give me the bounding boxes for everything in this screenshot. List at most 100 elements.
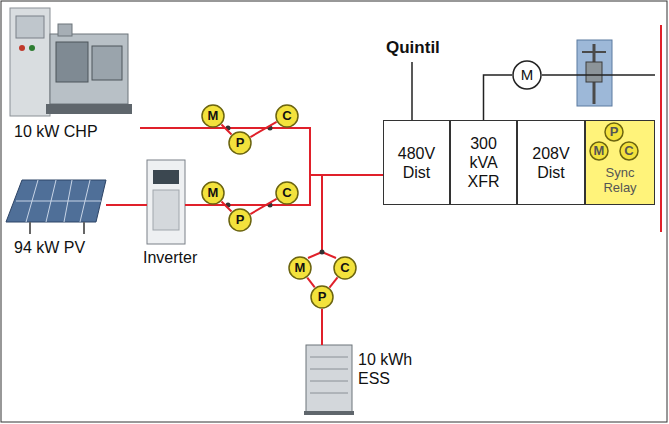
node-text: P <box>236 213 245 227</box>
ess-shelf <box>310 369 348 370</box>
circle-shape <box>276 105 298 127</box>
chp-light <box>19 45 25 51</box>
feeder-wires <box>106 127 383 345</box>
node-text: P <box>610 125 619 139</box>
chp-exhaust <box>58 24 72 36</box>
bus-wire <box>309 127 311 206</box>
grid-edge-line <box>660 25 662 232</box>
meter-circle: C <box>619 141 639 161</box>
meter-circle: P <box>604 122 624 142</box>
circle-shape <box>202 182 224 204</box>
ess-wire <box>321 309 323 345</box>
pole-photo <box>577 40 612 106</box>
chp-cabinet <box>10 8 50 116</box>
pole-crossarm <box>582 51 606 53</box>
pole-picture <box>577 40 612 106</box>
circle-shape <box>605 123 623 141</box>
circle-shape <box>229 132 251 154</box>
node-text: P <box>236 136 245 150</box>
meter-loop-line <box>329 277 337 287</box>
circle-shape <box>334 257 356 279</box>
chp-engine-block <box>56 42 88 82</box>
leader-line <box>411 62 413 120</box>
meter-circle: P <box>228 208 252 232</box>
distribution-box: 208V Dist <box>517 120 585 205</box>
inverter-picture <box>147 160 185 244</box>
chp-picture <box>10 8 132 116</box>
ess-shelf <box>310 357 348 358</box>
meter-circle: M <box>589 141 609 161</box>
node-text: Sync Relay <box>600 165 640 195</box>
equipment-label: 10 kW CHP <box>14 122 98 141</box>
pv-grid <box>16 201 101 202</box>
panel-name: Quintil <box>386 38 440 57</box>
utility-line <box>542 74 655 76</box>
circle-shape <box>590 142 608 160</box>
meter-loop-line <box>250 122 276 137</box>
sync-relay-box: Sync Relay MPC <box>585 120 655 205</box>
node-text: P <box>318 290 327 304</box>
meter-circle: P <box>228 131 252 155</box>
node-text: C <box>624 144 633 158</box>
ess-wire <box>321 175 323 252</box>
meter-circle: P <box>310 285 334 309</box>
ess-shelf <box>310 393 348 394</box>
meter-circle: M <box>201 104 225 128</box>
circle-shape <box>202 105 224 127</box>
pole-transformer <box>586 62 602 82</box>
pv-leg <box>29 222 31 234</box>
inverter-wire <box>185 204 311 206</box>
meter-feed-line <box>484 75 513 120</box>
bus-feed-wire <box>310 174 383 176</box>
meter-loop-line <box>221 201 231 211</box>
circle-shape <box>289 257 311 279</box>
pv-leg <box>83 222 85 234</box>
node-text: 300 kVA XFR <box>458 134 510 191</box>
circle-shape <box>276 182 298 204</box>
chp-light <box>29 45 35 51</box>
node-text: M <box>521 68 534 82</box>
inverter-display <box>153 170 179 184</box>
chp-base <box>46 104 132 114</box>
chp-panel <box>16 16 44 38</box>
node-text: M <box>208 186 219 200</box>
node-text: C <box>340 261 349 275</box>
node-text: M <box>295 261 306 275</box>
circle-shape <box>229 209 251 231</box>
distribution-box: 480V Dist <box>383 120 450 205</box>
inverter-body <box>147 160 185 244</box>
ess-base <box>304 411 354 415</box>
pv-panel <box>6 180 106 222</box>
meter-circle: M <box>288 256 312 280</box>
equipment-label: Inverter <box>143 248 197 267</box>
inverter-fins <box>153 190 179 230</box>
meter-loop-line <box>307 278 314 288</box>
node-text: 208V Dist <box>525 144 577 182</box>
meter-circle: C <box>275 181 299 205</box>
node-text: C <box>282 109 291 123</box>
ess-shelf <box>310 381 348 382</box>
transformer-box: 300 kVA XFR <box>450 120 517 205</box>
node-text: M <box>208 109 219 123</box>
meter-circle: C <box>333 256 357 280</box>
ess-picture <box>304 345 354 415</box>
meter-circle: M <box>201 181 225 205</box>
ess-cabinet <box>306 345 352 413</box>
meter-loop-line <box>250 199 276 214</box>
circle-shape <box>311 286 333 308</box>
pv-picture <box>6 180 106 234</box>
equipment-label: 94 kW PV <box>14 238 85 257</box>
pv-wire <box>106 204 147 206</box>
circle-shape <box>620 142 638 160</box>
chp-engine <box>50 34 128 104</box>
node-text: M <box>594 144 605 158</box>
node-text: C <box>282 186 291 200</box>
junction-dots <box>226 126 325 255</box>
node-text: 480V Dist <box>391 144 443 182</box>
meter-loop-line <box>221 124 231 134</box>
meter-circle: C <box>275 104 299 128</box>
